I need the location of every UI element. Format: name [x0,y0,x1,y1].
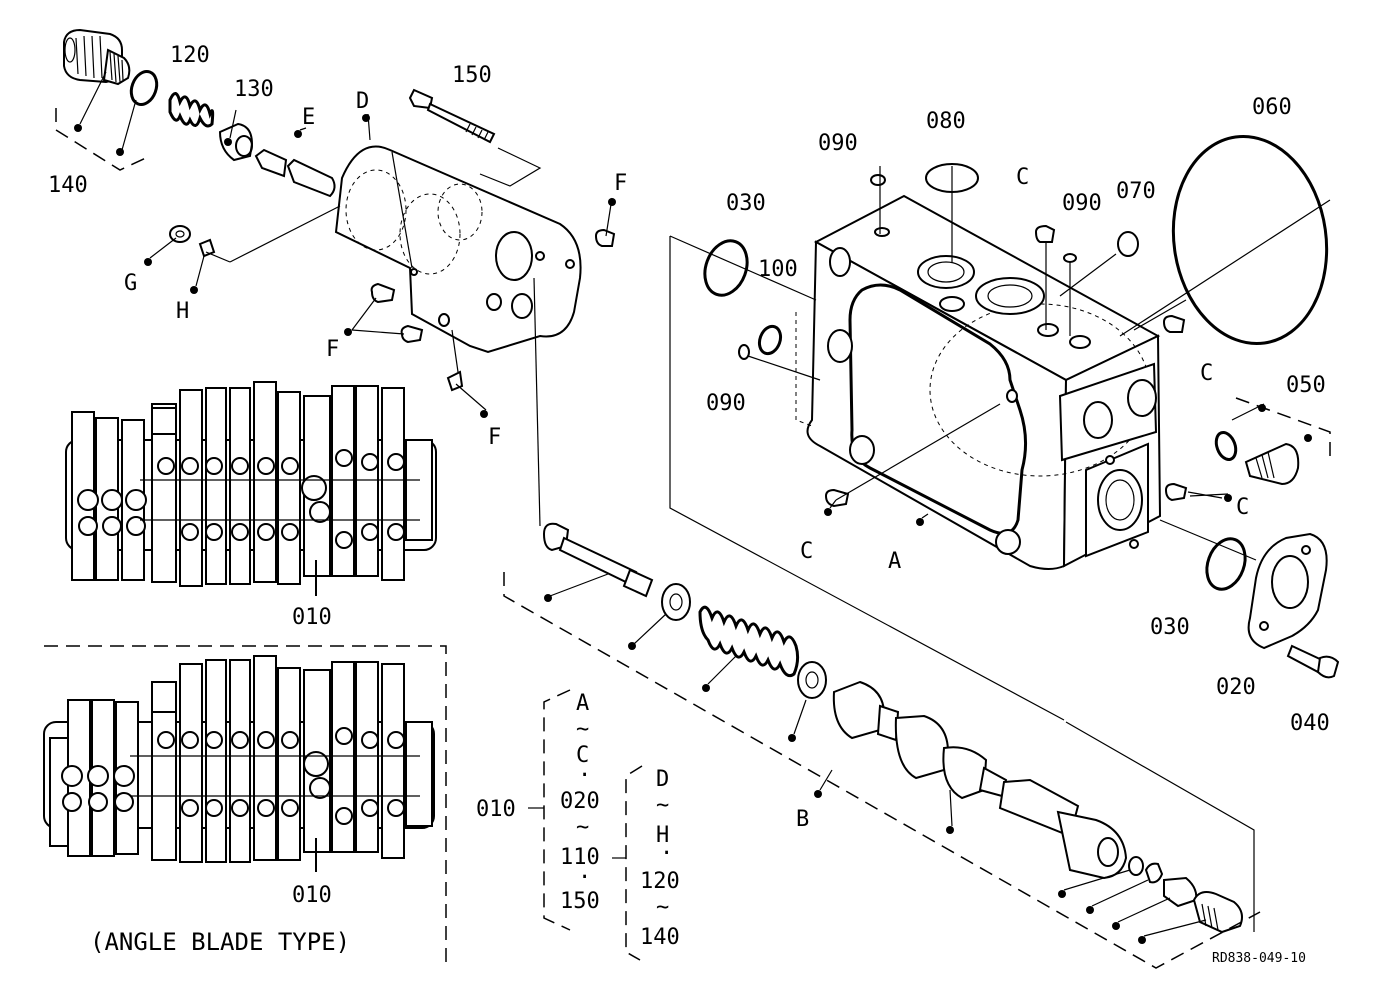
label-C2: C [1200,361,1213,386]
screw-H [198,238,216,258]
legend-1-1: ~ [576,717,589,742]
label-F1: F [614,171,627,196]
plug-050 [1214,430,1300,486]
leader-lines [79,71,1265,937]
washer-G [169,225,191,243]
control-valve-angle-blade [43,645,447,962]
label-020: 020 [1216,675,1256,700]
group-legend [528,689,643,961]
label-090-mid: 090 [1062,191,1102,216]
spring-120 [168,92,215,128]
o-ring-030-bottom [1205,537,1247,591]
label-090-left: 090 [706,391,746,416]
label-150: 150 [452,63,492,88]
label-G: G [124,271,137,296]
legend-1-5: ~ [576,815,589,840]
legend-1-7: · [578,865,591,890]
body-A [795,194,1162,570]
reference-code: RD838-049-10 [1212,951,1306,966]
label-010-group: 010 [476,797,516,822]
angle-blade-frame [44,645,447,962]
part-labels: 120 130 150 D E 140 G H F F F 010 010 (A… [48,43,1330,966]
legend-2-0: D [656,767,669,792]
label-090-top: 090 [818,131,858,156]
o-ring-100 [757,324,783,356]
o-ring-030-top [703,239,749,297]
legend-2-1: ~ [656,793,669,818]
label-040: 040 [1290,711,1330,736]
screw-C-top [1034,224,1056,243]
label-010-angle: 010 [292,883,332,908]
label-080: 080 [926,109,966,134]
label-A: A [888,549,901,574]
bolt-040 [1286,644,1340,679]
seat-130 [218,122,254,162]
label-angle-blade-type: (ANGLE BLADE TYPE) [90,928,350,956]
legend-1-2: C [576,743,589,768]
o-ring-090-top [870,174,886,186]
label-010-main: 010 [292,605,332,630]
leader-dots [74,114,1312,944]
spool-assembly-B [503,522,1261,969]
label-130: 130 [234,77,274,102]
screw-F-upper [594,228,616,247]
o-ring-060 [1171,134,1329,346]
label-H: H [176,299,189,324]
label-C4: C [800,539,813,564]
screw-C-lower-right [1164,482,1188,502]
plug-140 [63,28,131,86]
screw-F-left-2 [400,324,424,344]
legend-1-8: 150 [560,889,600,914]
flange-020 [1247,532,1328,650]
label-100: 100 [758,257,798,282]
o-ring-090-left [738,344,750,360]
legend-1-0: A [576,691,589,716]
screw-C-left [824,488,850,508]
legend-1-6: 110 [560,845,600,870]
legend-2-6: 140 [640,925,680,950]
body-D [334,145,582,354]
screw-C-right [1162,314,1186,333]
label-070: 070 [1116,179,1156,204]
legend-2-2: H [656,823,669,848]
o-ring-plug [129,70,159,106]
label-050: 050 [1286,373,1326,398]
label-E: E [302,105,315,130]
legend-2-4: 120 [640,869,680,894]
label-D: D [356,89,369,114]
label-B: B [796,807,809,832]
bolt-150 [408,88,496,144]
label-120: 120 [170,43,210,68]
o-ring-070 [1117,231,1139,257]
label-140: 140 [48,173,88,198]
relief-valve-assembly [55,28,616,527]
label-060: 060 [1252,95,1292,120]
legend-2-5: ~ [656,895,669,920]
legend-2-3: · [660,841,673,866]
screw-F-left-1 [370,282,396,304]
legend-1-3: · [578,763,591,788]
label-030-top: 030 [726,191,766,216]
label-F2: F [326,337,339,362]
label-C3: C [1236,495,1249,520]
label-C1: C [1016,165,1029,190]
label-F3: F [488,425,501,450]
o-ring-090-mid [1063,253,1077,263]
control-valve-main [65,381,437,596]
label-030-bottom: 030 [1150,615,1190,640]
legend-1-4: 020 [560,789,600,814]
poppet-E [254,148,336,198]
